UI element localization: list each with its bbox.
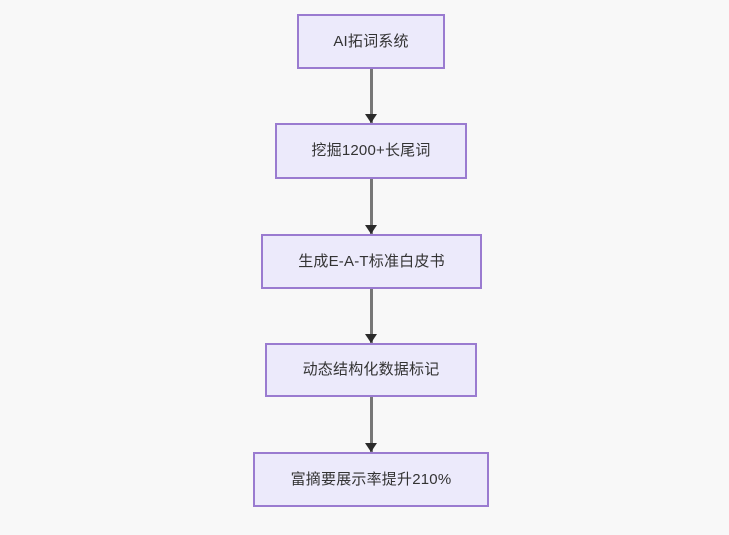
flow-node-label: 挖掘1200+长尾词 [311,142,431,159]
flow-node-generate-eat-whitepaper[interactable]: 生成E-A-T标准白皮书 [261,234,482,289]
flow-node-dynamic-structured-data-markup[interactable]: 动态结构化数据标记 [265,343,477,397]
flow-node-label: 生成E-A-T标准白皮书 [298,252,445,270]
flow-node-ai-keyword-system[interactable]: AI拓词系统 [297,14,445,69]
flow-node-label: 富摘要展示率提升210% [290,470,452,488]
arrow-head-icon [365,114,377,123]
arrow-head-icon [365,334,377,343]
connector-line [369,69,373,123]
arrow-head-icon [365,225,377,234]
flow-node-label: 动态结构化数据标记 [302,361,440,378]
connector-line [369,179,373,234]
flow-node-mine-longtail-keywords[interactable]: 挖掘1200+长尾词 [275,123,467,179]
flow-node-rich-snippet-impression-uplift[interactable]: 富摘要展示率提升210% [253,452,489,507]
connector-line [369,289,373,343]
arrow-head-icon [365,443,377,452]
connector-line [369,397,373,452]
flow-node-label: AI拓词系统 [333,32,409,50]
